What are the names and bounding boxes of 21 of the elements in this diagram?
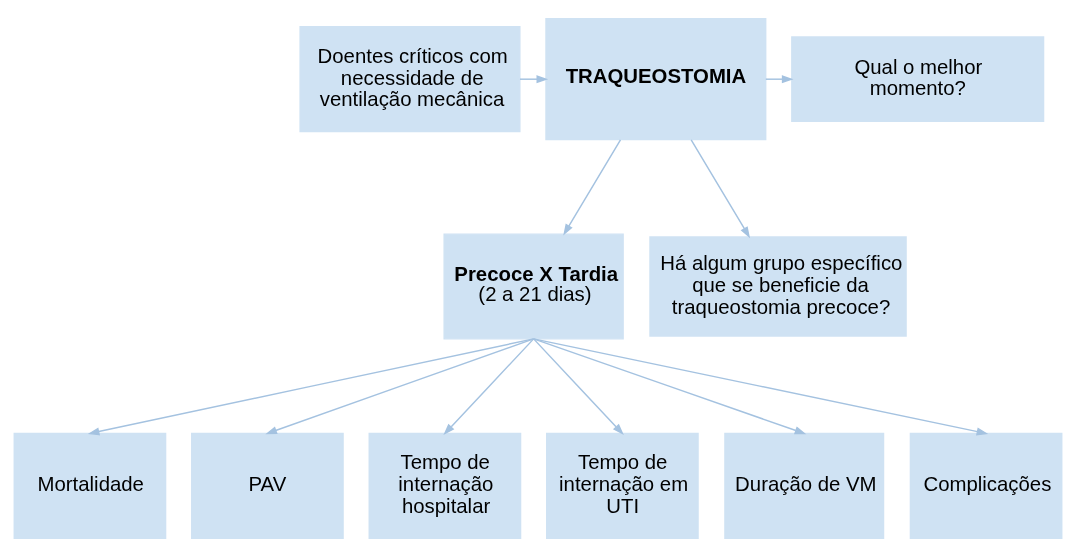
- arrow: [532, 337, 624, 435]
- arrow: [563, 138, 622, 236]
- node-box: Tempo de internação em UTI: [546, 432, 699, 539]
- node-box: Complicações: [909, 432, 1063, 539]
- node-box: Duração de VM: [724, 432, 885, 539]
- node-box: Tempo de internação hospitalar: [368, 432, 522, 539]
- arrow: [519, 74, 549, 83]
- arrow: [265, 337, 535, 434]
- arrow: [532, 337, 989, 435]
- node-box: Precoce X Tardia (2 a 21 dias): [443, 232, 624, 340]
- arrow: [443, 337, 535, 435]
- node-box: Há algum grupo específico que se beneficie da traqueostomia precoce?: [649, 235, 907, 337]
- node-box: Qual o melhor momento?: [791, 35, 1045, 122]
- arrow: [87, 337, 535, 435]
- node-box: PAV: [191, 432, 344, 539]
- arrow: [690, 138, 751, 238]
- node-box: Doentes críticos com necessidade de ventilação mecânica: [299, 25, 521, 132]
- node-box: Mortalidade: [13, 432, 167, 539]
- node-box: TRAQUEOSTOMIA: [545, 17, 767, 140]
- arrow: [532, 337, 807, 434]
- arrow: [765, 74, 794, 83]
